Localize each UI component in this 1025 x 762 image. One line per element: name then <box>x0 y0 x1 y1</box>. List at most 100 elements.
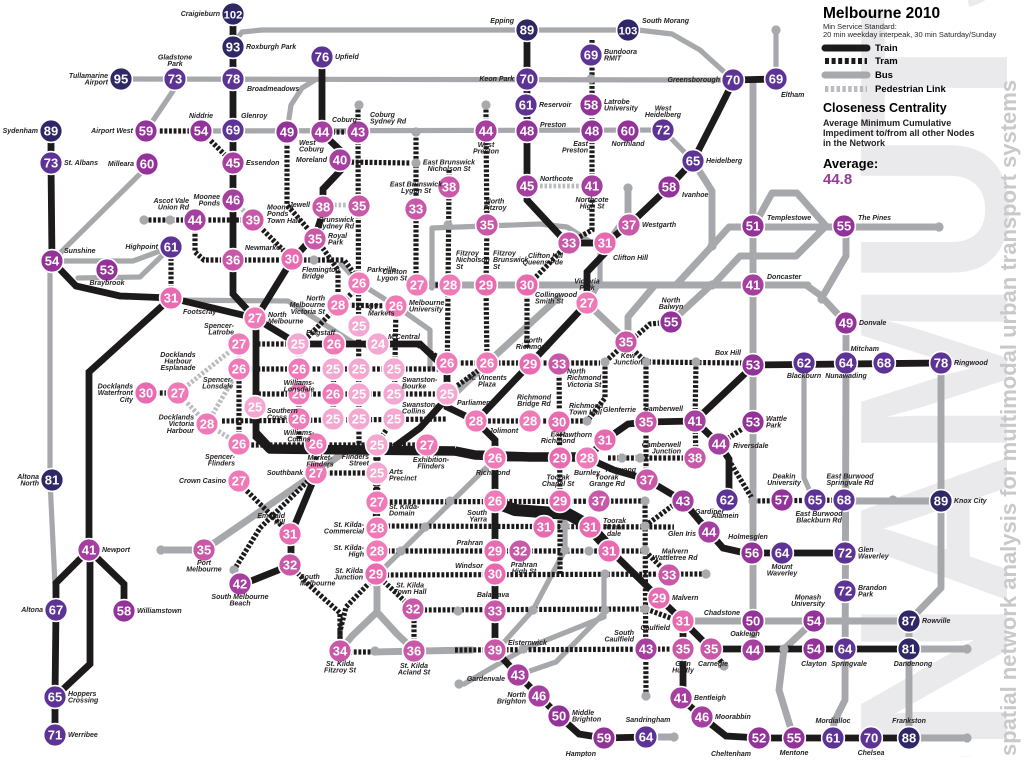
svg-text:Acland St: Acland St <box>397 670 431 677</box>
svg-text:North: North <box>662 297 681 304</box>
svg-text:48: 48 <box>585 123 599 138</box>
svg-text:29: 29 <box>553 493 567 508</box>
svg-text:Upfield: Upfield <box>335 54 359 61</box>
svg-text:Blackburn: Blackburn <box>787 373 821 380</box>
svg-text:Brighton: Brighton <box>572 717 601 724</box>
svg-text:44: 44 <box>746 642 761 657</box>
svg-text:40: 40 <box>333 152 347 167</box>
svg-text:26: 26 <box>232 361 246 376</box>
svg-text:Victoria: Victoria <box>169 421 195 428</box>
svg-text:M Central: M Central <box>388 334 421 341</box>
svg-text:Waverley: Waverley <box>767 571 799 578</box>
svg-text:Newport: Newport <box>102 547 131 554</box>
svg-text:Lonsdale: Lonsdale <box>284 387 315 394</box>
svg-text:Collingwood: Collingwood <box>535 292 578 299</box>
svg-text:Waverley: Waverley <box>858 554 890 561</box>
svg-text:Hoppers: Hoppers <box>68 691 97 698</box>
svg-text:49: 49 <box>280 124 294 139</box>
svg-text:Wattletree Rd: Wattletree Rd <box>653 555 699 562</box>
svg-text:St: St <box>456 264 464 271</box>
svg-text:Park: Park <box>579 285 595 292</box>
svg-text:28: 28 <box>370 520 384 535</box>
svg-text:41: 41 <box>585 178 599 193</box>
svg-text:26: 26 <box>488 493 502 508</box>
svg-text:Town Hall: Town Hall <box>267 218 301 225</box>
svg-text:25: 25 <box>387 411 401 426</box>
svg-text:Brunswick: Brunswick <box>319 217 356 224</box>
svg-text:26: 26 <box>488 450 502 465</box>
svg-text:Parliament: Parliament <box>457 400 493 407</box>
svg-text:West: West <box>299 140 316 147</box>
svg-text:Knox City: Knox City <box>954 498 988 505</box>
svg-text:St. Kilda-: St. Kilda- <box>334 545 365 552</box>
svg-text:76: 76 <box>315 49 329 64</box>
svg-text:St: St <box>493 264 501 271</box>
svg-text:71: 71 <box>48 727 62 742</box>
svg-text:Brighton: Brighton <box>497 699 526 706</box>
svg-text:Moorabbin: Moorabbin <box>715 714 751 721</box>
svg-text:in the Network: in the Network <box>823 138 886 148</box>
svg-text:Balwyn: Balwyn <box>659 304 684 311</box>
svg-text:Fitzroy: Fitzroy <box>493 251 517 258</box>
svg-text:27: 27 <box>410 277 424 292</box>
svg-text:Ringwood: Ringwood <box>954 360 989 367</box>
svg-text:North: North <box>268 312 287 319</box>
svg-text:65: 65 <box>686 153 700 168</box>
svg-text:37: 37 <box>622 217 636 232</box>
svg-text:Toorak: Toorak <box>603 518 627 525</box>
svg-text:High St: High St <box>580 204 605 211</box>
svg-text:35: 35 <box>676 641 690 656</box>
svg-text:27: 27 <box>232 473 246 488</box>
svg-text:Huntly: Huntly <box>672 668 695 675</box>
svg-text:Richmond: Richmond <box>476 470 511 477</box>
svg-text:St. Kilda-: St. Kilda- <box>389 504 420 511</box>
svg-text:28: 28 <box>370 543 384 558</box>
svg-text:Bridge Rd: Bridge Rd <box>517 401 551 408</box>
svg-text:35: 35 <box>352 198 366 213</box>
svg-text:50: 50 <box>552 708 566 723</box>
svg-text:South: South <box>467 510 487 517</box>
svg-text:26: 26 <box>292 361 306 376</box>
svg-text:93: 93 <box>226 39 240 54</box>
svg-text:Waterfront: Waterfront <box>98 390 134 397</box>
svg-text:Chapel St: Chapel St <box>542 481 575 488</box>
svg-text:Junction: Junction <box>334 575 363 582</box>
svg-text:44: 44 <box>479 123 494 138</box>
svg-text:67: 67 <box>49 602 63 617</box>
svg-text:East Brunswick: East Brunswick <box>423 159 476 166</box>
svg-text:64: 64 <box>839 355 854 370</box>
svg-text:25: 25 <box>248 399 262 414</box>
svg-text:60: 60 <box>140 156 154 171</box>
svg-text:Queens Pde: Queens Pde <box>523 260 564 267</box>
svg-text:31: 31 <box>676 613 690 628</box>
svg-text:Min Service Standard:: Min Service Standard: <box>823 22 897 31</box>
svg-text:29: 29 <box>369 566 383 581</box>
svg-text:Market-: Market- <box>308 455 334 462</box>
svg-text:Richmond: Richmond <box>517 394 552 401</box>
svg-text:Park: Park <box>766 423 782 430</box>
svg-text:65: 65 <box>808 492 822 507</box>
svg-text:Gardiner: Gardiner <box>695 509 725 516</box>
svg-text:Ascot Vale: Ascot Vale <box>152 198 189 205</box>
svg-text:Docklands: Docklands <box>160 352 196 359</box>
svg-text:Prahran: Prahran <box>457 540 483 547</box>
svg-text:Victoria St: Victoria St <box>291 309 326 316</box>
svg-text:Fitzroy: Fitzroy <box>456 251 480 258</box>
svg-text:31: 31 <box>598 235 612 250</box>
svg-text:Reservoir: Reservoir <box>539 102 573 109</box>
svg-text:41: 41 <box>674 690 688 705</box>
svg-text:30: 30 <box>552 414 566 429</box>
svg-text:31: 31 <box>598 432 612 447</box>
svg-text:45: 45 <box>520 178 534 193</box>
svg-text:Lygon St: Lygon St <box>401 188 432 195</box>
svg-text:103: 103 <box>619 25 638 37</box>
svg-text:78: 78 <box>934 355 948 370</box>
svg-text:Fitzroy: Fitzroy <box>484 205 508 212</box>
svg-text:Flemington: Flemington <box>302 267 340 274</box>
svg-text:Prahran: Prahran <box>511 562 537 569</box>
svg-text:Northland: Northland <box>611 141 645 148</box>
svg-text:Melbourne: Melbourne <box>409 300 444 307</box>
svg-text:Moonee: Moonee <box>194 194 221 201</box>
svg-text:Junction: Junction <box>613 360 642 367</box>
svg-text:SNAMUTS: SNAMUTS <box>815 0 1025 757</box>
